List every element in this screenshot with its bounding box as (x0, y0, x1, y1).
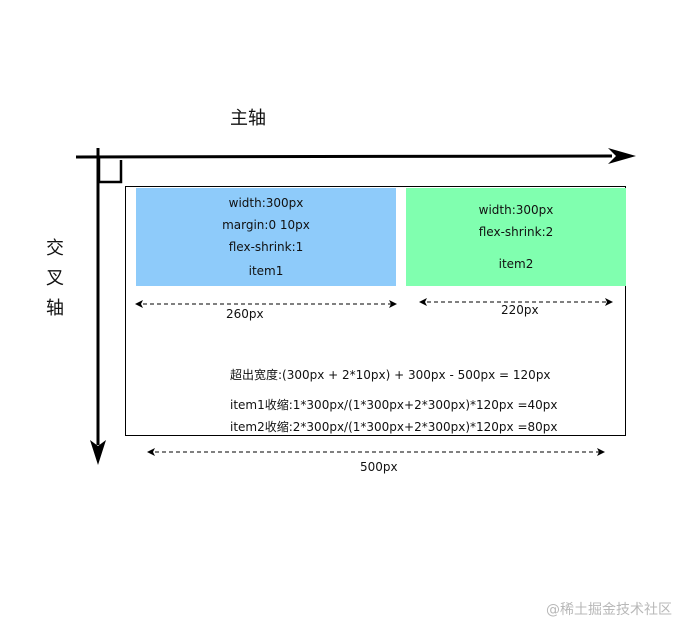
overflow-formula: 超出宽度:(300px + 2*10px) + 300px - 500px = … (230, 368, 551, 382)
item2-flex-shrink-prop: flex-shrink:2 (478, 225, 554, 239)
cross-axis-label-char: 轴 (46, 298, 64, 319)
container-width-label: 500px (360, 460, 398, 474)
flex-item-2: width:300px flex-shrink:2 item2 (406, 188, 626, 286)
cross-axis (90, 148, 106, 465)
item1-width-label: 260px (226, 307, 264, 321)
item1-name: item1 (248, 264, 284, 278)
item2-shrink-formula: item2收缩:2*300px/(1*300px+2*300px)*120px … (230, 420, 558, 434)
item1-width-prop: width:300px (228, 196, 304, 210)
item2-width-label: 220px (501, 303, 539, 317)
watermark: @稀土掘金技术社区 (546, 602, 672, 618)
item2-name: item2 (498, 257, 534, 271)
item1-shrink-formula: item1收缩:1*300px/(1*300px+2*300px)*120px … (230, 398, 558, 412)
item1-flex-shrink-prop: flex-shrink:1 (228, 240, 304, 254)
flex-item-1: width:300px margin:0 10px flex-shrink:1 … (136, 188, 396, 286)
origin-corner-marker (97, 158, 123, 184)
flex-container (125, 186, 626, 436)
cross-axis-label: 交 叉 轴 (44, 234, 66, 324)
item1-margin-prop: margin:0 10px (222, 218, 310, 232)
item2-width-prop: width:300px (478, 203, 554, 217)
main-axis (75, 148, 636, 164)
cross-axis-label-char: 交 (46, 238, 64, 259)
cross-axis-label-char: 叉 (46, 268, 64, 289)
main-axis-label: 主轴 (230, 108, 266, 129)
